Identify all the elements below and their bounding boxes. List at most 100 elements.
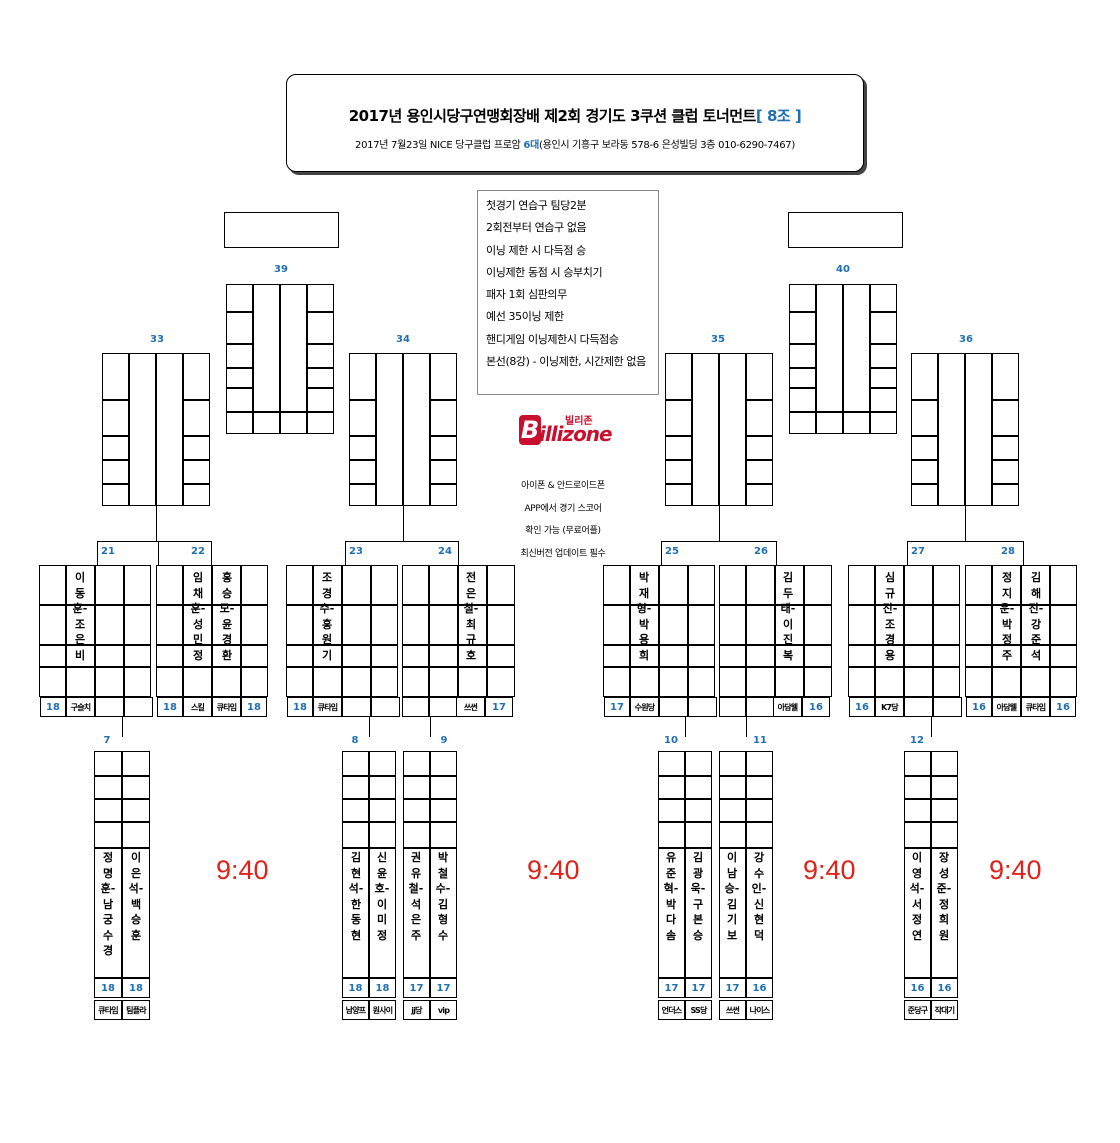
bracket-cell [665, 353, 692, 400]
bracket-cell [307, 388, 334, 412]
bracket-cell [659, 697, 688, 717]
bracket-cell [226, 388, 253, 412]
billizone-logo: 빌리존 B illizone [519, 415, 613, 446]
bracket-cell [124, 605, 151, 645]
bracket-cell [848, 565, 875, 605]
bracket-cell [66, 645, 95, 667]
winner-box-right [788, 212, 903, 248]
bracket-cell [102, 436, 129, 460]
bracket-cell [658, 799, 685, 822]
bracket-cell [66, 565, 95, 605]
bracket-cell [342, 645, 371, 667]
bracket-cell [992, 353, 1019, 400]
player-names: 권유철-석은주 [408, 851, 424, 942]
player-names: 이동훈-조은비 [72, 571, 88, 662]
bracket-line [907, 541, 908, 565]
match-time: 9:40 [216, 855, 269, 885]
bracket-cell [349, 353, 376, 400]
bracket-cell [933, 667, 960, 697]
bracket-cell [94, 848, 122, 978]
bracket-cell [659, 605, 688, 645]
match-number: 35 [711, 334, 725, 345]
bracket-cell [804, 605, 832, 645]
club-name: SS당 [685, 1000, 712, 1020]
bracket-cell [870, 312, 897, 344]
app-info-line: 확인 가능 (무료어플) [525, 526, 601, 536]
bracket-cell [789, 284, 816, 312]
app-info-line: APP에서 경기 스코어 [524, 504, 602, 514]
bracket-cell [685, 799, 712, 822]
bracket-cell [688, 667, 715, 697]
bracket-line [1023, 541, 1024, 565]
bracket-cell [630, 667, 659, 697]
bracket-cell [992, 645, 1021, 667]
app-info-line: 최신버전 업데이트 필수 [520, 549, 606, 559]
bracket-cell [789, 368, 816, 388]
bracket-cell [719, 605, 746, 645]
bracket-cell [430, 400, 457, 436]
bracket-cell [122, 751, 150, 776]
bracket-cell [102, 400, 129, 436]
bracket-line [430, 717, 431, 737]
match-number: 26 [754, 546, 768, 557]
bracket-cell [658, 848, 685, 978]
score-badge: 16 [1050, 697, 1076, 717]
club-name: 나이스 [746, 1000, 773, 1020]
bracket-cell [156, 353, 183, 506]
bracket-cell [487, 605, 515, 645]
bracket-cell [183, 667, 212, 697]
bracket-cell [102, 460, 129, 484]
bracket-cell [870, 368, 897, 388]
match-number: 9 [440, 735, 448, 746]
bracket-cell [342, 848, 369, 978]
bracket-cell [94, 776, 122, 799]
score-badge: 18 [157, 697, 183, 717]
bracket-cell [183, 484, 210, 506]
bracket-cell [933, 697, 962, 717]
club-name: 큐타임 [94, 1000, 122, 1020]
bracket-cell [342, 697, 371, 717]
bracket-cell [369, 751, 396, 776]
bracket-cell [487, 667, 515, 697]
player-names: 이남승-김기보 [724, 851, 740, 942]
bracket-cell [95, 565, 124, 605]
bracket-cell [212, 667, 241, 697]
bracket-cell [430, 799, 457, 822]
bracket-line [345, 541, 346, 565]
bracket-cell [848, 605, 875, 645]
match-number: 39 [274, 264, 288, 275]
bracket-cell [313, 667, 342, 697]
bracket-cell [349, 436, 376, 460]
player-names: 이은석-백승훈 [128, 851, 144, 942]
bracket-cell [911, 400, 938, 436]
bracket-cell [911, 436, 938, 460]
bracket-cell [875, 667, 904, 697]
player-names: 김두태-이진복 [780, 571, 796, 662]
bracket-cell [430, 436, 457, 460]
club-name: 스킬 [183, 697, 212, 717]
match-time: 9:40 [803, 855, 856, 885]
bracket-cell [371, 605, 398, 645]
bracket-line [458, 541, 459, 565]
bracket-cell [369, 848, 396, 978]
bracket-cell [95, 667, 124, 697]
bracket-cell [746, 776, 773, 799]
bracket-line [156, 506, 157, 541]
bracket-line [719, 506, 720, 541]
group-label: [ 8조 ] [755, 107, 802, 125]
bracket-cell [313, 605, 342, 645]
bracket-cell [253, 412, 280, 434]
bracket-line [158, 541, 159, 565]
bracket-cell [402, 667, 429, 697]
bracket-cell [719, 353, 746, 506]
bracket-cell [904, 645, 933, 667]
bracket-cell [429, 605, 458, 645]
match-time: 9:40 [527, 855, 580, 885]
bracket-cell [458, 667, 487, 697]
bracket-cell [430, 822, 457, 848]
club-name: 아담웰 [992, 697, 1021, 717]
bracket-cell [992, 565, 1021, 605]
bracket-cell [665, 484, 692, 506]
score-badge: 16 [849, 697, 875, 717]
bracket-cell [122, 848, 150, 978]
